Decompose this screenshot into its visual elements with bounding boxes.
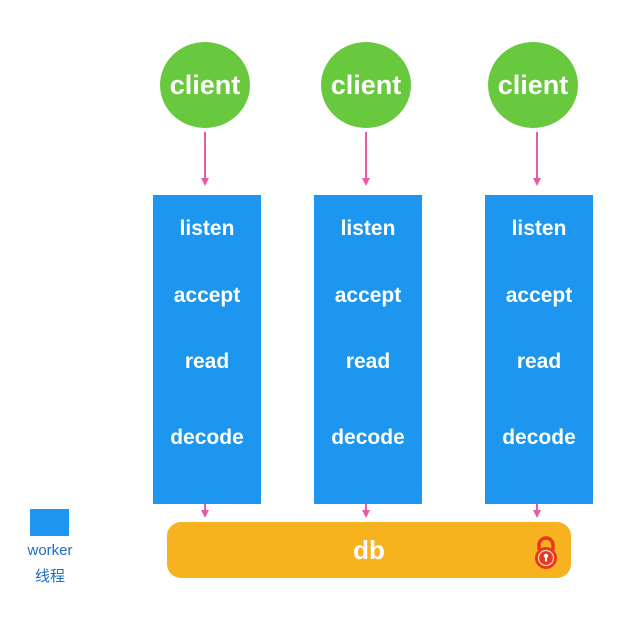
step-listen: listen <box>340 217 396 240</box>
step-listen: listen <box>179 217 235 240</box>
step-decode: decode <box>502 426 576 449</box>
legend-swatch-worker <box>30 509 69 536</box>
client-node-2: client <box>321 42 411 128</box>
legend-label-worker: worker <box>27 542 73 559</box>
step-read: read <box>345 350 391 373</box>
client-label: client <box>169 69 241 100</box>
step-read: read <box>184 350 230 373</box>
step-decode: decode <box>170 426 244 449</box>
worker-thread-1: listen accept read decode <box>153 195 261 504</box>
step-listen: listen <box>511 217 567 240</box>
client-node-1: client <box>160 42 250 128</box>
worker-thread-3: listen accept read decode <box>485 195 593 504</box>
client-label: client <box>497 69 569 100</box>
step-decode: decode <box>331 426 405 449</box>
step-accept: accept <box>173 284 241 307</box>
step-accept: accept <box>505 284 573 307</box>
db-node: db <box>167 522 571 578</box>
db-label: db <box>353 534 385 565</box>
step-read: read <box>516 350 562 373</box>
client-label: client <box>330 69 402 100</box>
worker-thread-2: listen accept read decode <box>314 195 422 504</box>
lock-icon <box>535 536 557 569</box>
client-node-3: client <box>488 42 578 128</box>
step-accept: accept <box>334 284 402 307</box>
legend-label-thread: 线程 <box>34 568 65 585</box>
